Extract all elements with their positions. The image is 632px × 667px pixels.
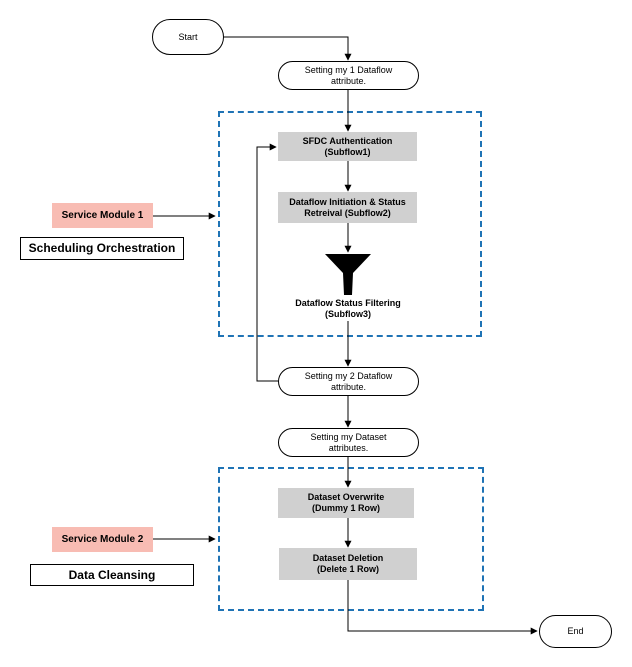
- sfdc-line-1: SFDC Authentication: [302, 135, 393, 146]
- scheduling-orchestration-box: Scheduling Orchestration: [20, 237, 184, 260]
- setting-2-line-1: Setting my 2 Dataflow: [304, 370, 393, 381]
- overwrite-line-2: (Dummy 1 Row): [311, 503, 380, 513]
- filtering-line-2: (Subflow3): [325, 309, 371, 319]
- overwrite-line-1: Dataset Overwrite: [307, 492, 385, 502]
- dataset-overwrite-node: Dataset Overwrite (Dummy 1 Row): [278, 488, 414, 518]
- data-cleansing-label: Data Cleansing: [68, 567, 156, 582]
- sfdc-line-2: (Subflow1): [324, 146, 371, 157]
- init-line-2: Retreival (Subflow2): [304, 207, 391, 218]
- start-label: Start: [178, 31, 198, 42]
- service-module-1-label: Service Module 1: [61, 210, 144, 221]
- setting-1-line-2: attribute.: [330, 75, 366, 86]
- setting-1-dataflow-node: Setting my 1 Dataflow attribute.: [278, 61, 419, 90]
- edge-start-to-setting-1: [224, 36, 352, 61]
- dataflow-status-filtering-label: Dataflow Status Filtering (Subflow3): [270, 298, 426, 320]
- setting-dataset-node: Setting my Dataset attributes.: [278, 428, 419, 457]
- dataset-line-1: Setting my Dataset: [310, 431, 387, 442]
- service-module-1-box: Service Module 1: [52, 203, 153, 228]
- scheduling-group-container: [218, 111, 482, 337]
- init-line-1: Dataflow Initiation & Status: [289, 196, 406, 207]
- dataset-line-2: attributes.: [328, 442, 369, 453]
- end-terminal: End: [539, 615, 612, 648]
- deletion-line-2: (Delete 1 Row): [316, 564, 379, 574]
- cleansing-group-container: [218, 467, 484, 611]
- start-terminal: Start: [152, 19, 224, 55]
- dataflow-initiation-node: Dataflow Initiation & Status Retreival (…: [278, 192, 417, 223]
- setting-2-line-2: attribute.: [330, 381, 366, 392]
- filtering-line-1: Dataflow Status Filtering: [295, 298, 401, 308]
- deletion-line-1: Dataset Deletion: [312, 553, 384, 563]
- setting-1-line-1: Setting my 1 Dataflow: [304, 64, 393, 75]
- sfdc-authentication-node: SFDC Authentication (Subflow1): [278, 132, 417, 161]
- setting-2-dataflow-node: Setting my 2 Dataflow attribute.: [278, 367, 419, 396]
- service-module-2-box: Service Module 2: [52, 527, 153, 552]
- service-module-2-label: Service Module 2: [61, 534, 144, 545]
- end-label: End: [567, 626, 584, 636]
- funnel-icon: [325, 254, 371, 295]
- dataset-deletion-node: Dataset Deletion (Delete 1 Row): [279, 548, 417, 580]
- edge-deletion-to-end: [347, 580, 538, 635]
- data-cleansing-box: Data Cleansing: [30, 564, 194, 586]
- scheduling-orchestration-label: Scheduling Orchestration: [28, 241, 176, 255]
- edge-loop-back-to-sfdc: [256, 143, 278, 382]
